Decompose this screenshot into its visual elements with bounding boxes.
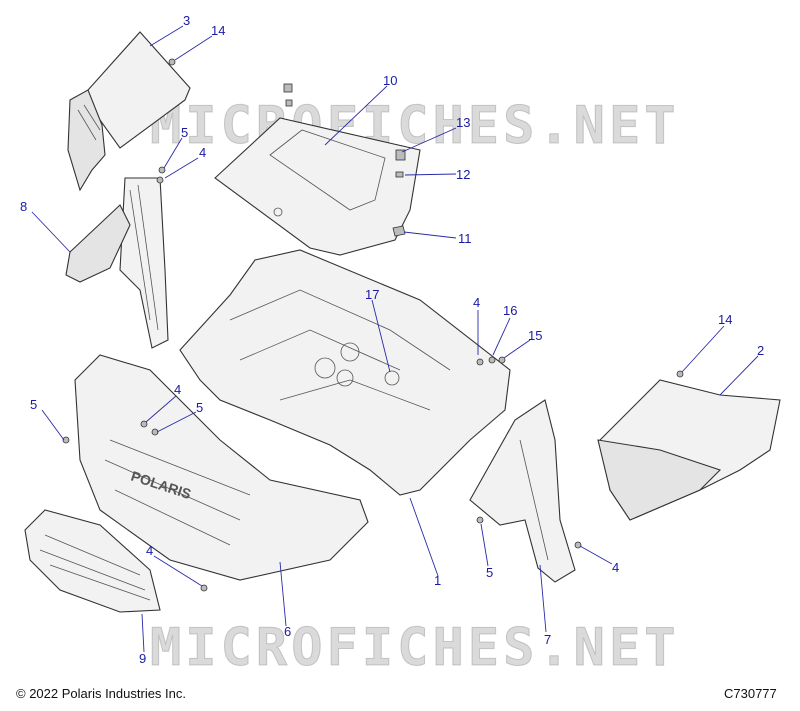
callout-4: 4	[199, 145, 207, 160]
callout-5: 5	[196, 400, 204, 415]
callout-4: 4	[473, 295, 481, 310]
callout-7: 7	[544, 632, 552, 647]
part-1-main-body	[179, 249, 511, 496]
callout-5: 5	[30, 397, 38, 412]
callout-14: 14	[718, 312, 733, 327]
watermark-top: MICROFICHES.NET	[150, 96, 680, 157]
callout-14: 14	[211, 23, 226, 38]
callout-4: 4	[612, 560, 620, 575]
callout-2: 2	[757, 343, 765, 358]
callout-3: 3	[183, 13, 191, 28]
callout-11: 11	[458, 231, 472, 246]
part-2-right-panel	[597, 379, 781, 521]
callout-5: 5	[181, 125, 189, 140]
callout-17: 17	[365, 287, 380, 302]
part-10-hood	[214, 117, 421, 256]
part-7-right-upright	[469, 399, 576, 583]
callout-15: 15	[528, 328, 543, 343]
part-9-lower-grille	[24, 509, 161, 613]
callout-10: 10	[383, 73, 398, 88]
callout-9: 9	[139, 651, 147, 666]
leader-lines	[31, 25, 759, 653]
callout-6: 6	[284, 624, 292, 639]
callout-5: 5	[486, 565, 494, 580]
callout-4: 4	[174, 382, 182, 397]
part-8-left-upright	[65, 177, 169, 349]
copyright-text: © 2022 Polaris Industries Inc.	[16, 686, 186, 701]
callout-8: 8	[20, 199, 28, 214]
callout-4: 4	[146, 543, 154, 558]
callout-12: 12	[456, 167, 471, 182]
watermark-bottom: MICROFICHES.NET	[150, 618, 680, 679]
callout-16: 16	[503, 303, 518, 318]
part-3-side-panel	[67, 31, 191, 192]
diagram-code: C730777	[724, 686, 777, 701]
loose-fasteners	[62, 58, 684, 592]
hood-fasteners	[283, 83, 406, 237]
callout-13: 13	[456, 115, 471, 130]
part-6-front-bumper: POLARIS	[74, 354, 369, 581]
callout-1: 1	[434, 573, 442, 588]
